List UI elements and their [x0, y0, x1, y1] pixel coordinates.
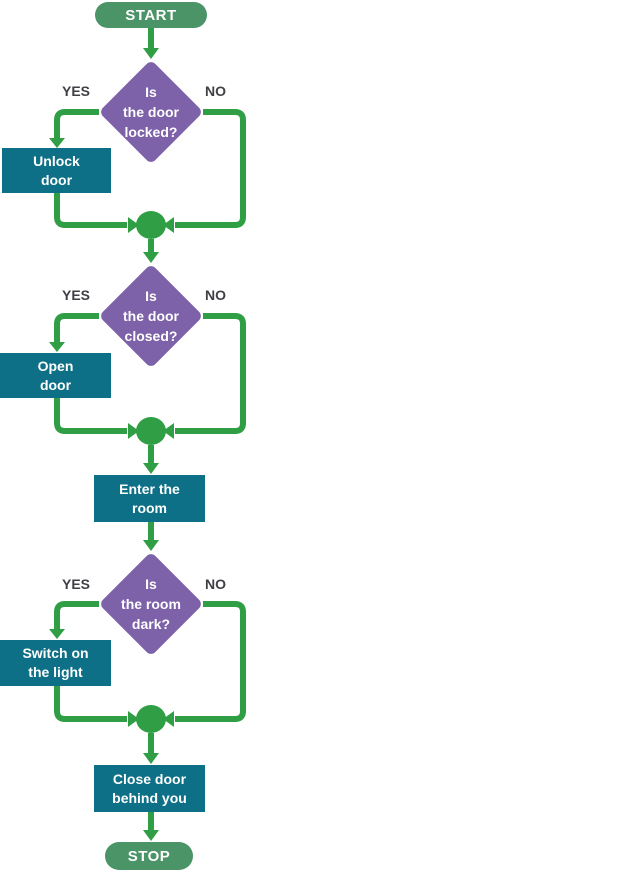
arrowhead: [49, 342, 65, 352]
arrowhead: [128, 711, 139, 727]
process-close-door: Close door behind you: [94, 765, 205, 812]
process-enter-room: Enter the room: [94, 475, 205, 522]
connector-decision2-no: [175, 313, 246, 434]
decision-room-dark-label: Is the room dark?: [121, 576, 181, 632]
process-unlock-door: Unlock door: [2, 148, 111, 193]
merge-node-1: [136, 211, 166, 239]
arrowhead: [163, 217, 174, 233]
arrowhead: [143, 830, 159, 841]
arrowhead: [143, 252, 159, 263]
arrowhead: [163, 423, 174, 439]
branch-label-yes-1: YES: [62, 83, 91, 99]
process-open-door: Open door: [0, 353, 111, 398]
arrowhead: [49, 629, 65, 639]
connector-decision1-yes: [54, 109, 99, 139]
arrowhead: [143, 540, 159, 551]
decision-door-locked-label: Is the door locked?: [123, 84, 179, 140]
branch-label-yes-3: YES: [62, 576, 91, 592]
arrowhead: [49, 138, 65, 148]
branch-label-no-1: NO: [205, 83, 226, 99]
stop-node: STOP: [105, 842, 193, 870]
decision-door-closed-label: Is the door closed?: [123, 288, 179, 344]
decision-door-closed: Is the door closed?: [98, 263, 204, 369]
connector-decision1-no: [175, 109, 246, 228]
branch-label-yes-2: YES: [62, 287, 91, 303]
process-switch-on-light: Switch on the light: [0, 640, 111, 686]
connector-open-to-merge2: [54, 398, 127, 434]
merge-node-2: [136, 417, 166, 445]
connector-unlock-to-merge1: [54, 193, 127, 228]
decision-door-locked: Is the door locked?: [98, 59, 204, 165]
arrowhead: [128, 217, 139, 233]
branch-label-no-3: NO: [205, 576, 226, 592]
arrowhead: [128, 423, 139, 439]
branch-label-no-2: NO: [205, 287, 226, 303]
arrowhead: [143, 48, 159, 59]
arrowhead: [163, 711, 174, 727]
connector-decision3-no: [175, 601, 246, 722]
decision-room-dark: Is the room dark?: [98, 551, 204, 657]
start-node: START: [95, 2, 207, 28]
connector-decision3-yes: [54, 601, 99, 630]
connector-decision2-yes: [54, 313, 99, 343]
arrowhead: [143, 463, 159, 474]
arrowhead: [143, 753, 159, 764]
merge-node-3: [136, 705, 166, 733]
connector-switch-to-merge3: [54, 686, 127, 722]
